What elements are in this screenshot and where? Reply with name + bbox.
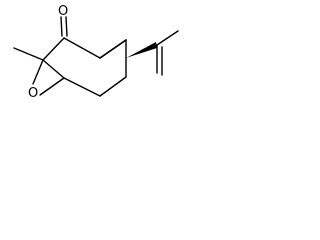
epoxide-oxygen-label: O (28, 86, 38, 101)
bond-c-ring-stereo-a (99, 39, 127, 59)
bond-c5-c6 (63, 77, 101, 97)
bond-carbonyl-b (65, 16, 68, 37)
bond-isopropenyl-methyl (156, 30, 179, 46)
bond-c4-c5 (99, 76, 127, 97)
wedge-bond (126, 42, 157, 58)
bond-carbonyl-a (60, 16, 63, 37)
carbonyl-oxygen-label: O (58, 4, 68, 19)
bond-methyl (13, 47, 44, 61)
bond-epoxide-b (39, 77, 65, 96)
bond-c1-c-ketone (42, 37, 65, 61)
bond-c6-c1 (42, 59, 65, 79)
bond-epoxide-a (32, 59, 44, 85)
bond-c1-c2 (63, 37, 101, 59)
molecule-structure: O O (13, 4, 179, 101)
